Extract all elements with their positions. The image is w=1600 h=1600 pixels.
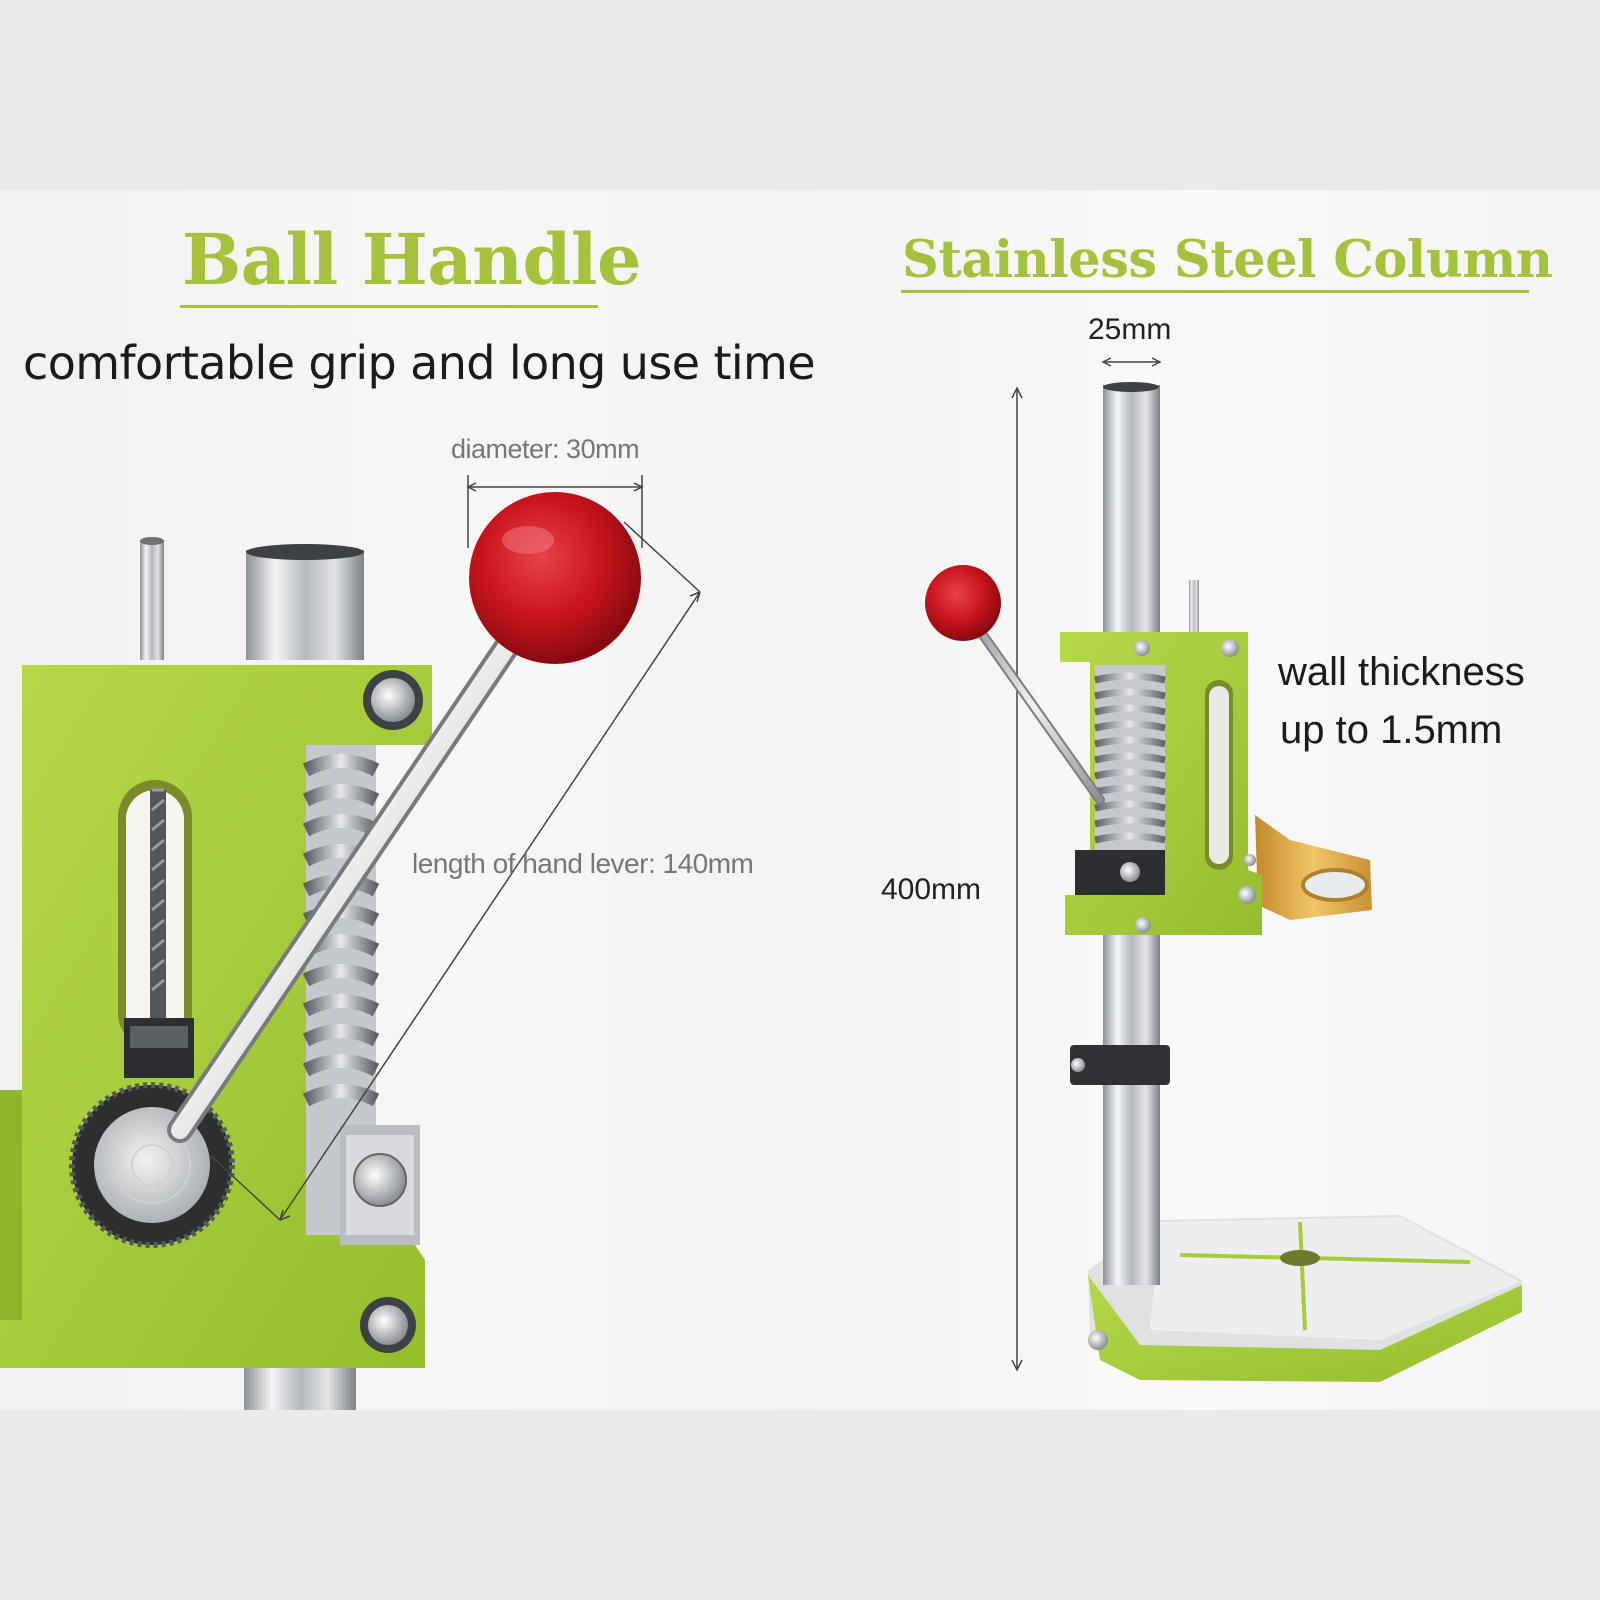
column-width-label: 25mm: [1088, 313, 1172, 346]
stainless-steel-column-underline: [901, 290, 1529, 293]
diameter-label: diameter: 30mm: [451, 434, 640, 464]
bottom-band: [0, 1410, 1600, 1600]
height-label: 400mm: [881, 873, 982, 906]
lever-length-label: length of hand lever: 140mm: [412, 848, 754, 879]
ball-handle-subheading: comfortable grip and long use time: [23, 336, 816, 390]
ball-handle-underline: [180, 305, 598, 308]
stainless-steel-column-heading: Stainless Steel Column: [902, 230, 1553, 290]
wall-thickness-line2: up to 1.5mm: [1280, 708, 1503, 752]
wall-thickness-line1: wall thickness: [1278, 650, 1525, 694]
ball-handle-heading: Ball Handle: [182, 218, 642, 301]
